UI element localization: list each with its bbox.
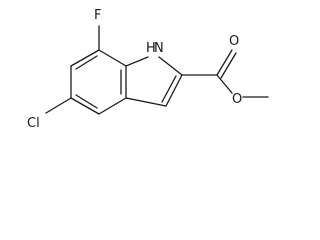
molecule-structure: F Cl H N O O xyxy=(27,8,269,131)
bond-c4-c5-inner xyxy=(75,94,98,109)
chlorine-label: Cl xyxy=(27,116,40,131)
pyrrole-ring xyxy=(125,56,183,107)
bond-n1-c2 xyxy=(158,56,183,76)
bond-c3a-c4 xyxy=(98,97,127,115)
ester-oxygen-label: O xyxy=(232,92,242,107)
bond-c2-c3 xyxy=(165,74,183,107)
carbonyl-oxygen-label: O xyxy=(229,34,239,49)
bond-carbonyl-double-1 xyxy=(216,49,233,76)
bond-carbonyl-ester-o xyxy=(216,74,233,94)
bond-c2-c3-inner xyxy=(161,75,177,103)
bond-c5-cl xyxy=(45,97,72,114)
bond-c6-c7-inner xyxy=(75,55,98,70)
nitrogen-label: N xyxy=(154,41,164,56)
bond-carbonyl-double-2 xyxy=(220,52,237,79)
bond-c4-c5 xyxy=(70,97,100,115)
bond-c7-c7a xyxy=(98,49,127,67)
nitrogen-hydrogen-label: H xyxy=(146,41,156,56)
methyl-ester-group xyxy=(181,49,269,98)
bond-c3-c3a xyxy=(125,97,167,107)
bond-c6-c7 xyxy=(70,49,100,67)
bond-c7a-n1 xyxy=(125,56,149,67)
fluorine-label: F xyxy=(94,8,101,23)
benzene-ring xyxy=(70,49,127,115)
